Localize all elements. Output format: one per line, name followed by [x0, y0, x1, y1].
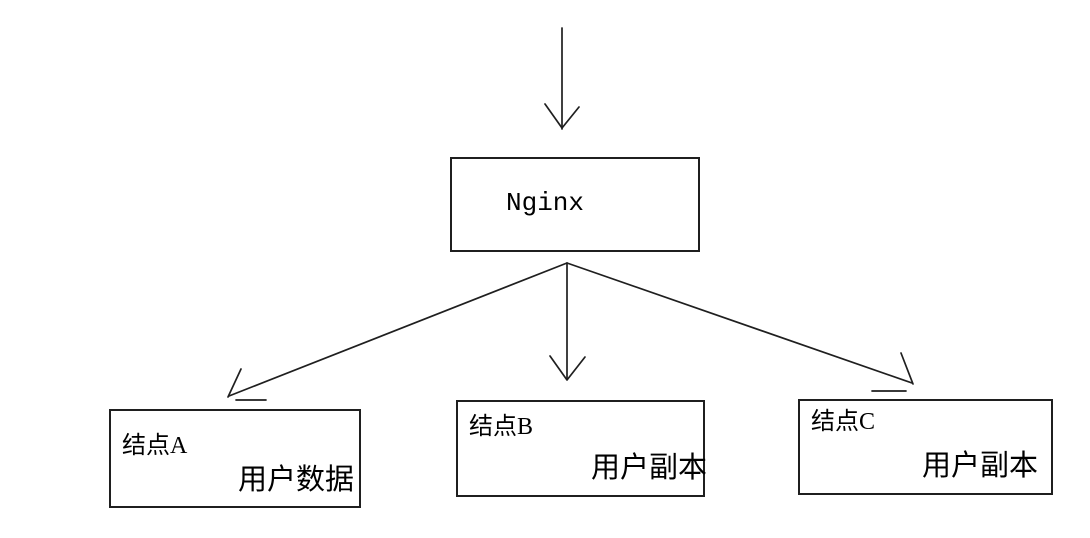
- node-c-note: 用户副本: [921, 450, 1038, 483]
- arrow-nginx-to-node-c: [566, 262, 914, 392]
- node-box-b: 结点B 用户副本: [456, 400, 707, 497]
- node-a-note: 用户数据: [237, 464, 354, 497]
- arrow-nginx-to-node-b: [549, 262, 586, 381]
- arrow-incoming-top: [544, 27, 580, 130]
- node-box-c: 结点C 用户副本: [798, 399, 1053, 495]
- arrow-nginx-to-node-a: [227, 262, 568, 401]
- nginx-box: Nginx: [450, 157, 700, 252]
- node-b-note: 用户副本: [590, 452, 707, 485]
- node-box-a: 结点A 用户数据: [109, 409, 361, 508]
- node-c-title: 结点C: [811, 409, 876, 435]
- nginx-label: Nginx: [506, 188, 585, 218]
- node-b-title: 结点B: [469, 414, 534, 440]
- node-a-title: 结点A: [122, 433, 188, 459]
